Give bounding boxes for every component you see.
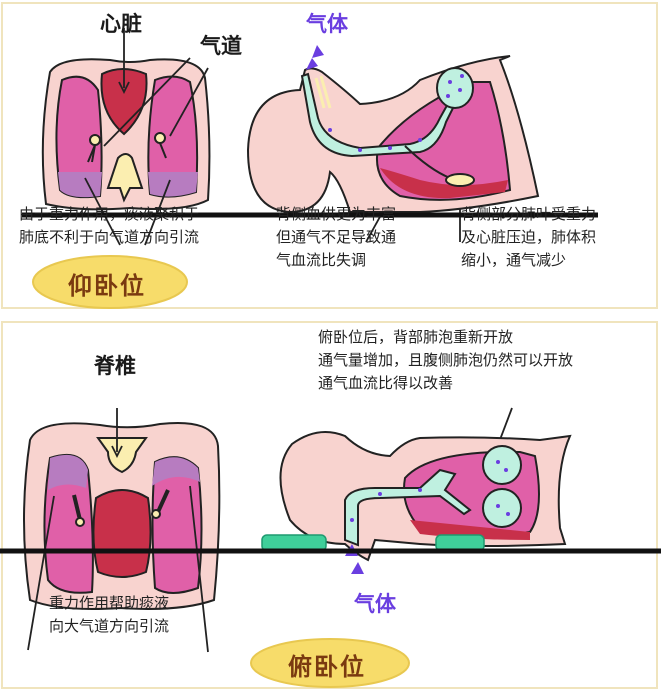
note-line: 重力作用帮助痰液 [49,594,170,612]
note-line: 气血流比失调 [276,251,367,269]
airway-label: 气道 [200,34,242,58]
prone-gas-label: 气体 [354,592,396,616]
supine-panel-frame [1,2,658,309]
note-line: 背侧部分肺叶受重力 [461,205,597,223]
spine-label: 脊椎 [94,354,136,378]
supine-badge-bg [32,255,188,309]
gas-flow-arrows [306,45,464,152]
note-line: 肺底不利于向气道方向引流 [19,228,200,246]
spine [96,437,148,474]
note-line: 背侧血供更为丰富 [276,205,397,223]
supine-position-label: 仰卧位 [68,272,146,300]
prone-position-label: 俯卧位 [288,653,366,681]
prone-chest-cross-section [23,422,221,610]
note-line: 及心脏压迫，肺体积 [461,228,597,246]
prone-panel-frame [1,321,658,689]
heart [92,489,152,578]
heart-label: 心脏 [100,12,142,36]
prone-note-top: 俯卧位后，背部肺泡重新开放 通气量增加，且腹侧肺泡仍然可以开放 通气血流比得以改… [318,326,573,395]
note-line: 通气量增加，且腹侧肺泡仍然可以开放 [318,351,574,369]
note-line: 由于重力作用，痰液聚积于 [19,205,200,223]
note-line: 向大气道方向引流 [49,617,170,635]
prone-badge-bg [250,638,410,688]
note-line: 但通气不足导致通 [276,228,397,246]
supine-chest-cross-section [41,58,211,211]
note-line: 俯卧位后，背部肺泡重新开放 [318,328,514,346]
supine-note-middle: 背侧血供更为丰富 但通气不足导致通 气血流比失调 [276,203,396,272]
prone-note-left: 重力作用帮助痰液 向大气道方向引流 [49,592,169,638]
prone-side-profile [279,430,572,562]
supine-side-profile [246,55,540,214]
supine-note-right: 背侧部分肺叶受重力 及心脏压迫，肺体积 缩小，通气减少 [461,203,596,272]
note-line: 通气血流比得以改善 [318,374,454,392]
spine [106,153,144,203]
supine-note-left: 由于重力作用，痰液聚积于 肺底不利于向气道方向引流 [19,203,199,249]
supine-gas-label: 气体 [306,12,348,36]
note-line: 缩小，通气减少 [461,251,567,269]
